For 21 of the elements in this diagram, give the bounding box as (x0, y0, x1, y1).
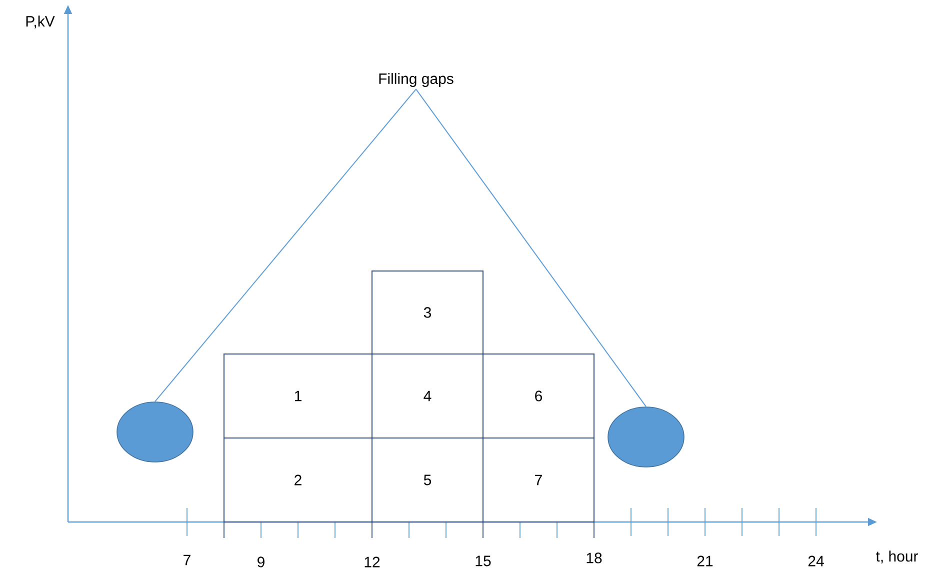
block-box: 7 (482, 438, 594, 522)
tick-label: 7 (184, 554, 190, 566)
axis-label: t, hour (876, 550, 918, 564)
axis-label: P,kV (26, 16, 55, 28)
block-box: 4 (372, 354, 484, 438)
tick-label: 24 (808, 556, 824, 566)
tick-label: 12 (364, 556, 380, 568)
block-box: 6 (482, 354, 594, 438)
ellipse-marker (608, 406, 684, 468)
tick-label: 21 (697, 556, 713, 566)
tick-label: 15 (476, 556, 491, 566)
block-box: 5 (372, 438, 484, 522)
heading-text: Filling gaps (379, 73, 454, 87)
connector-line (154, 88, 416, 402)
block-box: 3 (372, 270, 484, 354)
connector-line (416, 88, 646, 408)
ellipse-marker (116, 402, 194, 462)
tick-label: 18 (586, 552, 602, 564)
block-box: 2 (224, 438, 372, 522)
tick-label: 9 (258, 556, 264, 568)
block-box: 1 (224, 354, 372, 438)
